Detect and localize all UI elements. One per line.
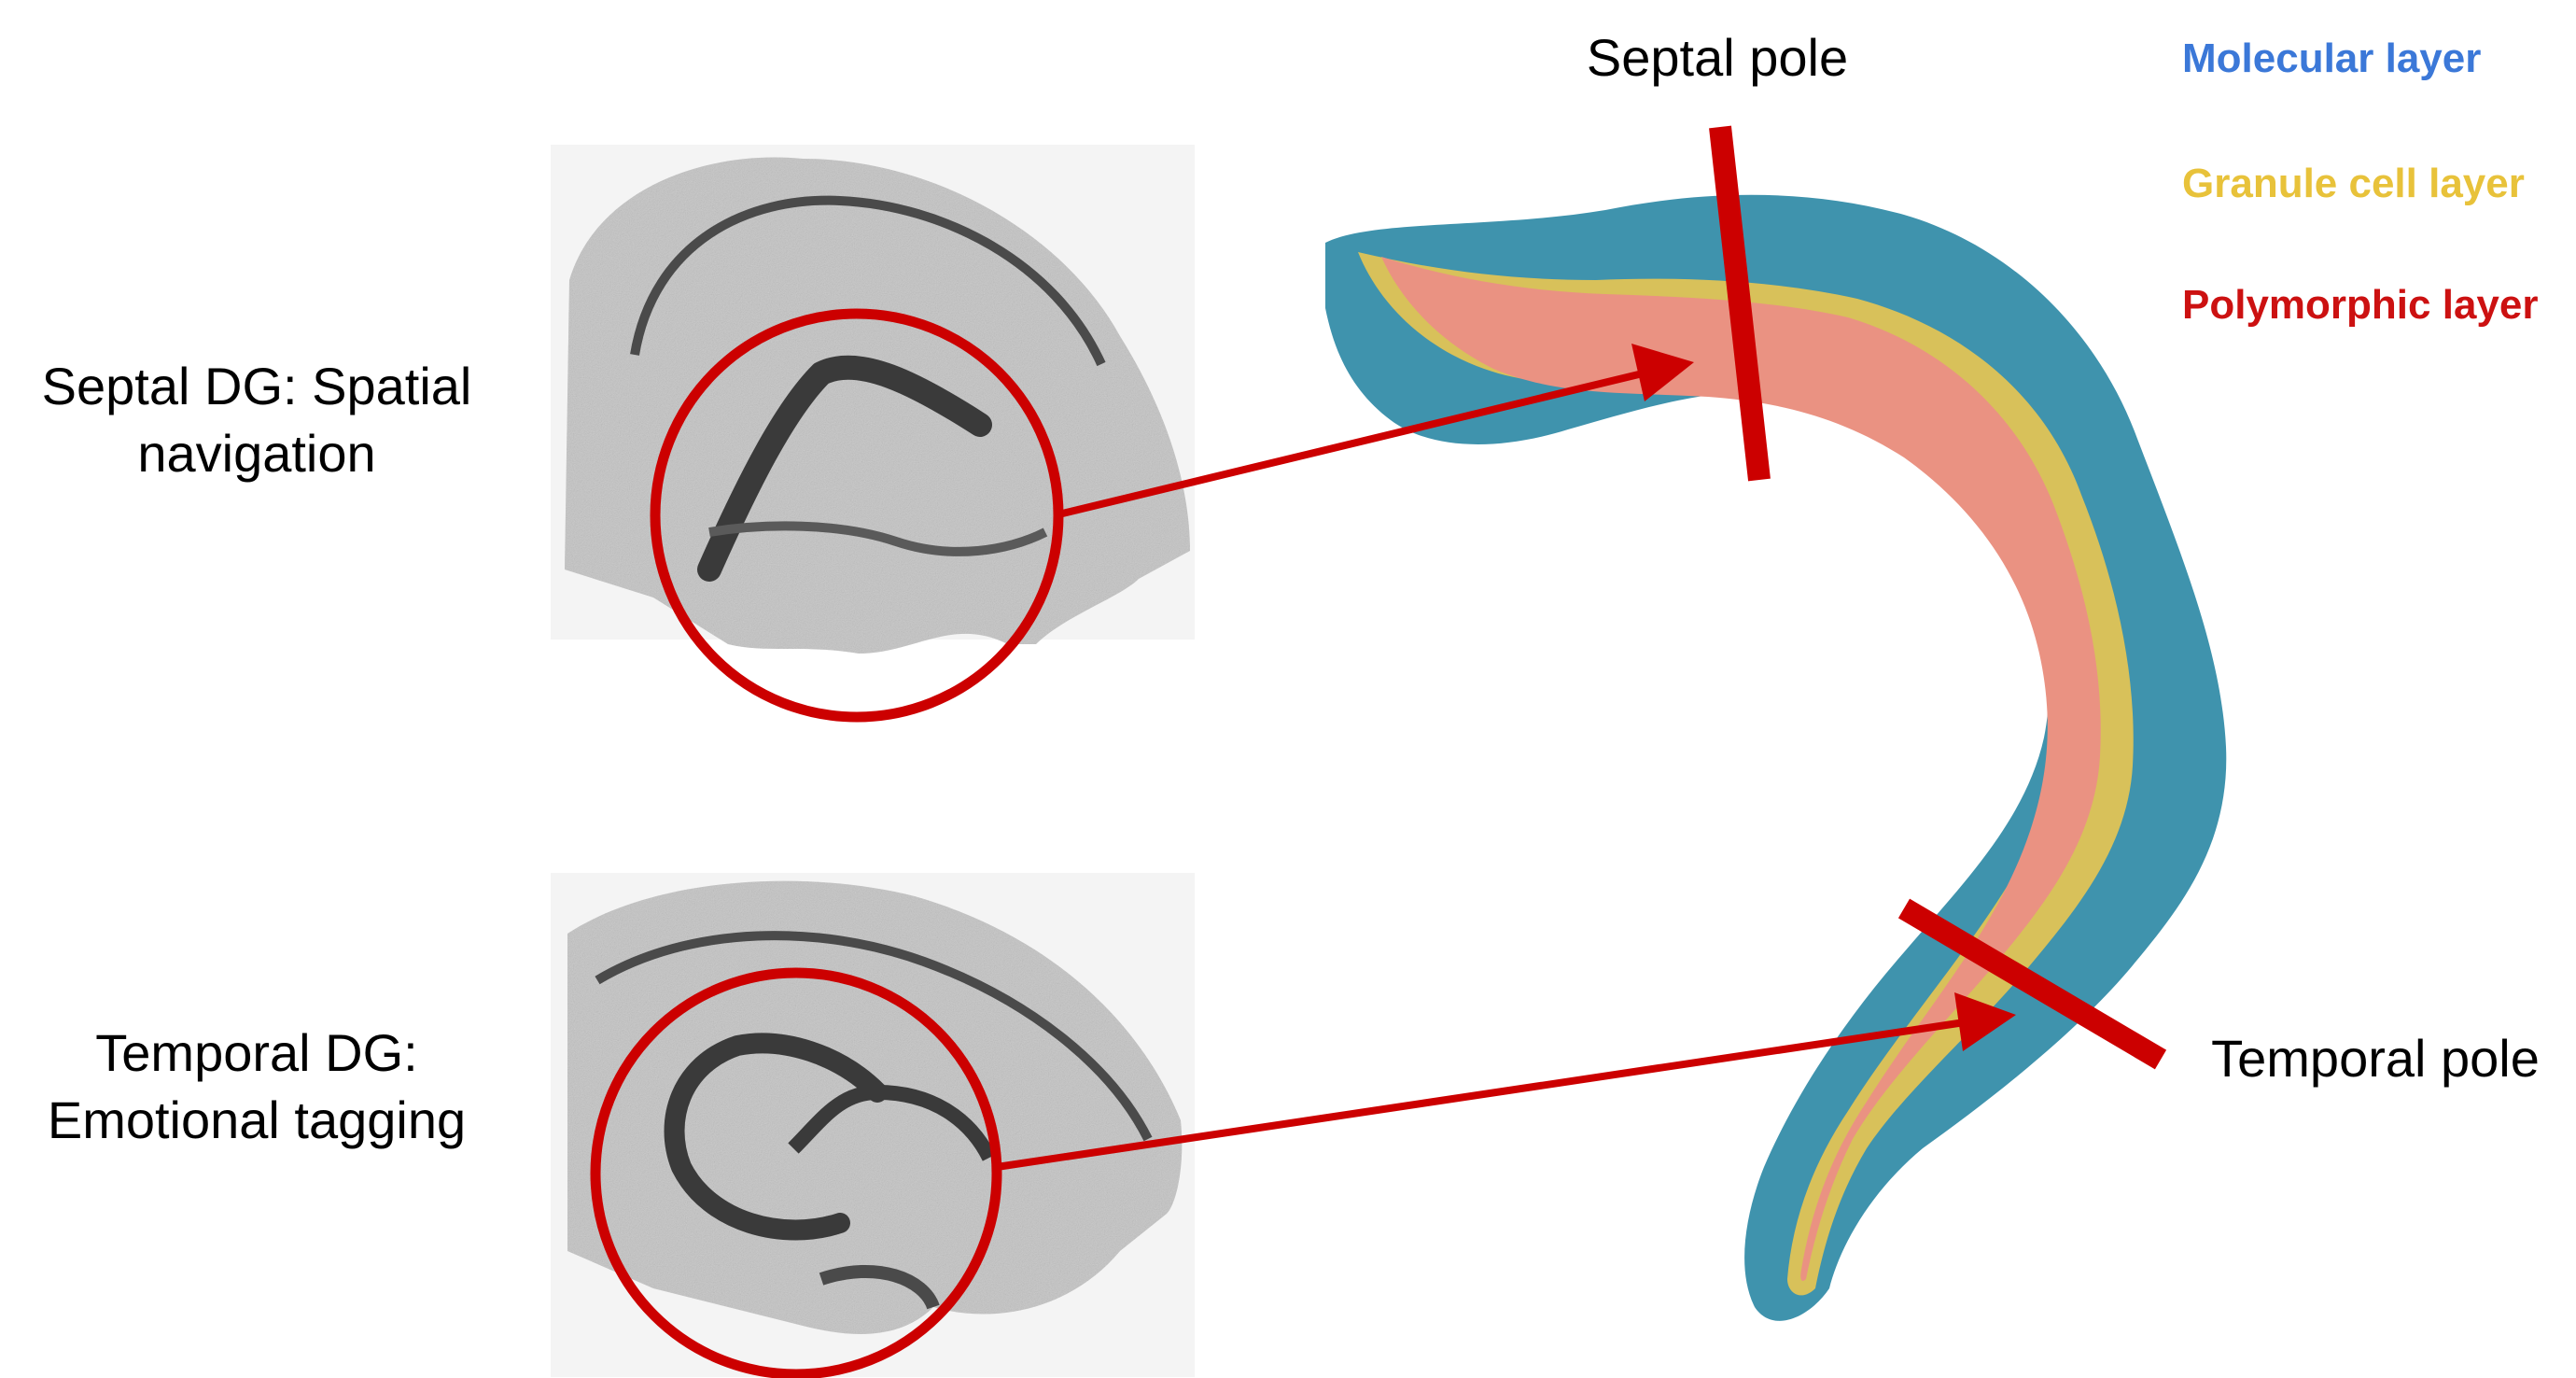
septal-section-image bbox=[551, 145, 1195, 654]
dentate-gyrus-shape bbox=[1325, 195, 2226, 1321]
